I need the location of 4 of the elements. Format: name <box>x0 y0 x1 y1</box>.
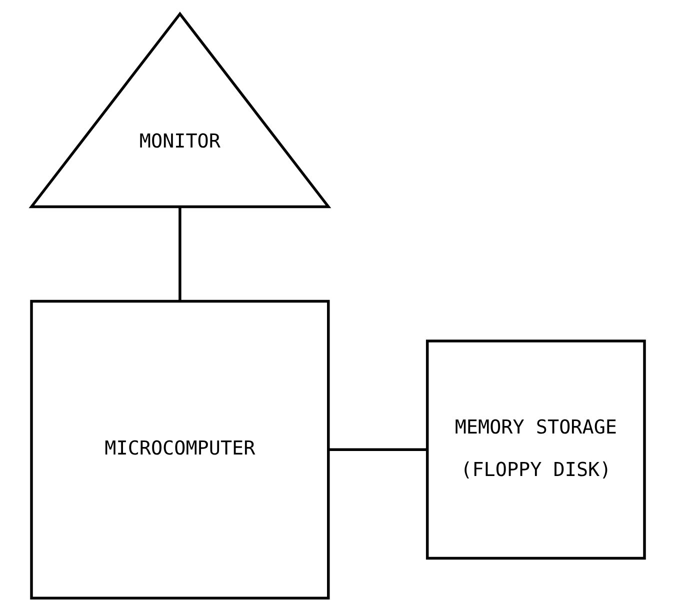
connector <box>178 206 181 302</box>
connector <box>328 448 427 451</box>
node-box: MEMORY STORAGE (FLOPPY DISK) <box>425 340 646 560</box>
node-box: MICROCOMPUTER <box>30 300 330 600</box>
